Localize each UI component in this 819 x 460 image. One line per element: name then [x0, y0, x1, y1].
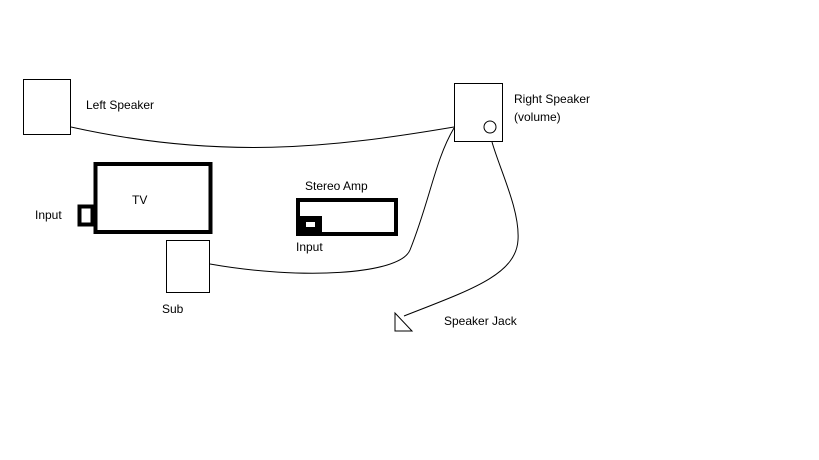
right-speaker-box [454, 83, 503, 142]
tv-box [93, 162, 213, 234]
speaker-jack-icon [394, 311, 414, 332]
label-sub: Sub [162, 302, 184, 316]
amp-input-slot [306, 222, 315, 227]
label-left-speaker: Left Speaker [86, 98, 155, 112]
label-amp-input: Input [296, 240, 323, 254]
tv-input-port [77, 204, 95, 227]
wire-sub-to-right-speaker [209, 127, 455, 274]
label-right-speaker-note: (volume) [514, 110, 561, 124]
wire-left-to-right-speaker [70, 126, 455, 148]
wire-right-speaker-to-jack [403, 141, 519, 317]
volume-knob-icon [483, 120, 497, 134]
label-tv: TV [132, 193, 148, 207]
label-speaker-jack: Speaker Jack [444, 314, 517, 328]
label-stereo-amp: Stereo Amp [305, 179, 368, 193]
label-tv-input: Input [35, 208, 62, 222]
sub-box [166, 240, 210, 293]
left-speaker-box [23, 79, 71, 135]
label-right-speaker: Right Speaker [514, 92, 591, 106]
